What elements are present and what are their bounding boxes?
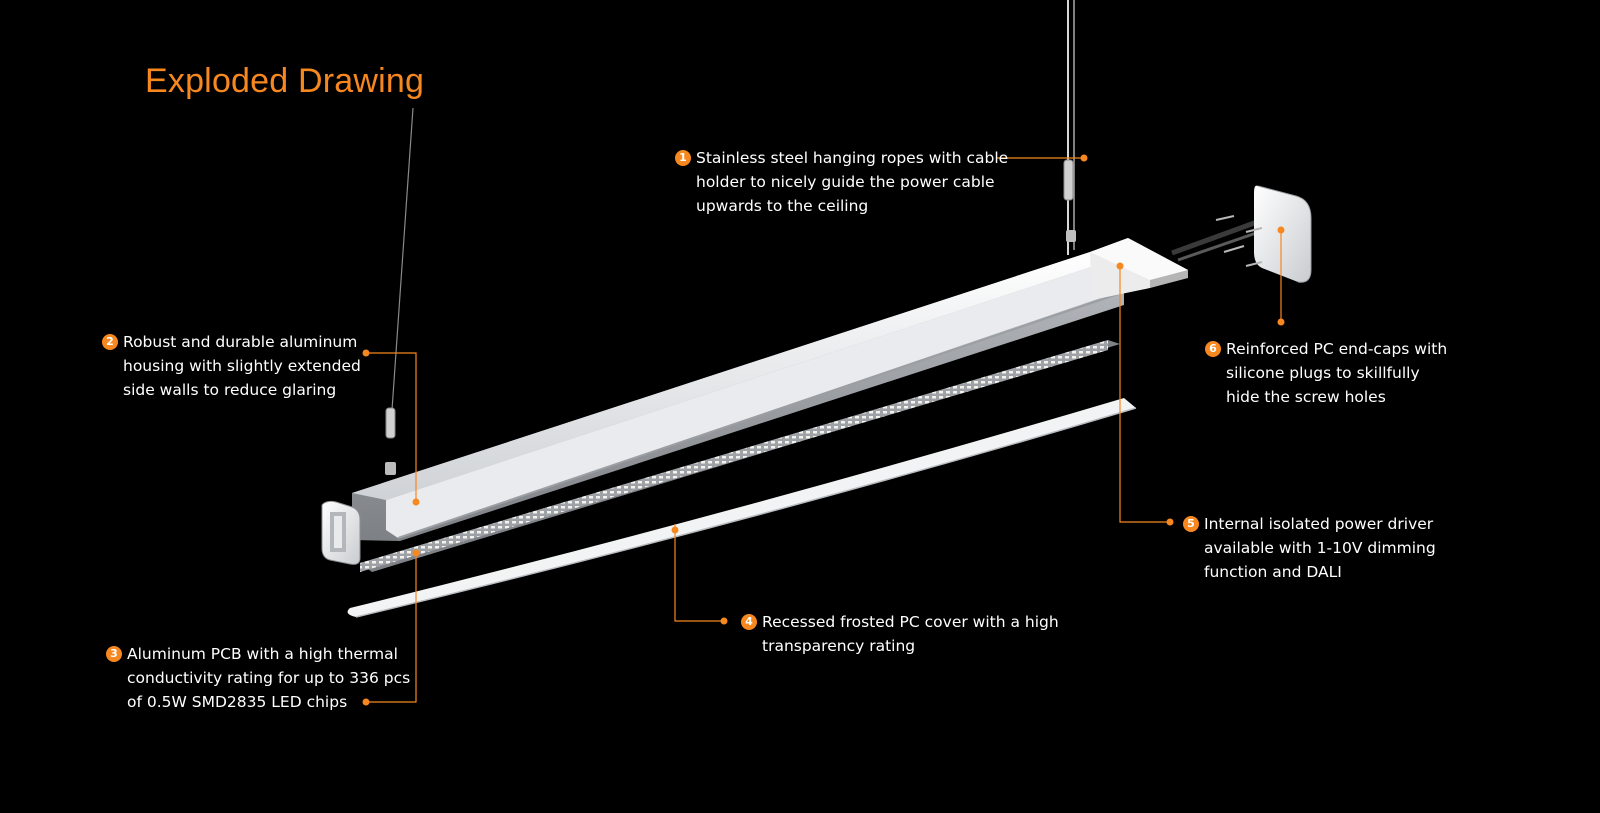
callout-line: transparency rating: [762, 637, 916, 655]
end-cap-left: [321, 500, 361, 565]
callout-number-badge: 4: [741, 614, 757, 630]
callout-line: hide the screw holes: [1226, 388, 1386, 406]
callout-aluminum-pcb: 3 Aluminum PCB with a high thermal condu…: [106, 642, 410, 714]
callout-line: Reinforced PC end-caps with: [1226, 340, 1448, 358]
callout-line: of 0.5W SMD2835 LED chips: [127, 693, 348, 711]
callout-line: holder to nicely guide the power cable: [696, 173, 995, 191]
callout-line: Stainless steel hanging ropes with cable: [696, 149, 1009, 167]
callout-line: Robust and durable aluminum: [123, 333, 358, 351]
callout-line: silicone plugs to skillfully: [1226, 364, 1420, 382]
hanging-rope-right: [1063, 0, 1076, 255]
page-title: Exploded Drawing: [145, 62, 425, 100]
callout-number-badge: 3: [106, 646, 122, 662]
callout-line: available with 1-10V dimming: [1204, 539, 1436, 557]
leader-lines: [366, 157, 1282, 703]
callout-line: housing with slightly extended: [123, 357, 361, 375]
callout-line: Recessed frosted PC cover with a high: [762, 613, 1059, 631]
callout-number-badge: 2: [102, 334, 118, 350]
leader-dots: [362, 154, 1285, 706]
callout-line: function and DALI: [1204, 563, 1342, 581]
callout-number-badge: 6: [1205, 341, 1221, 357]
end-cap-right: [1215, 185, 1312, 283]
callout-frosted-cover: 4 Recessed frosted PC cover with a high …: [741, 610, 1059, 658]
callout-power-driver: 5 Internal isolated power driver availab…: [1183, 512, 1436, 584]
callout-line: upwards to the ceiling: [696, 197, 869, 215]
hanging-rope-left: [385, 107, 414, 475]
frosted-pc-cover: [347, 398, 1137, 618]
callout-number-badge: 5: [1183, 516, 1199, 532]
callout-line: side walls to reduce glaring: [123, 381, 337, 399]
aluminum-housing: [352, 252, 1125, 541]
callout-end-caps: 6 Reinforced PC end-caps with silicone p…: [1205, 337, 1447, 409]
callout-line: Aluminum PCB with a high thermal: [127, 645, 398, 663]
callout-line: conductivity rating for up to 336 pcs: [127, 669, 411, 687]
led-pcb-strip: [360, 340, 1120, 572]
power-driver: [1090, 215, 1269, 300]
callout-hanging-ropes: 1 Stainless steel hanging ropes with cab…: [675, 146, 1008, 218]
callout-number-badge: 1: [675, 150, 691, 166]
callout-line: Internal isolated power driver: [1204, 515, 1434, 533]
callout-aluminum-housing: 2 Robust and durable aluminum housing wi…: [102, 330, 361, 402]
